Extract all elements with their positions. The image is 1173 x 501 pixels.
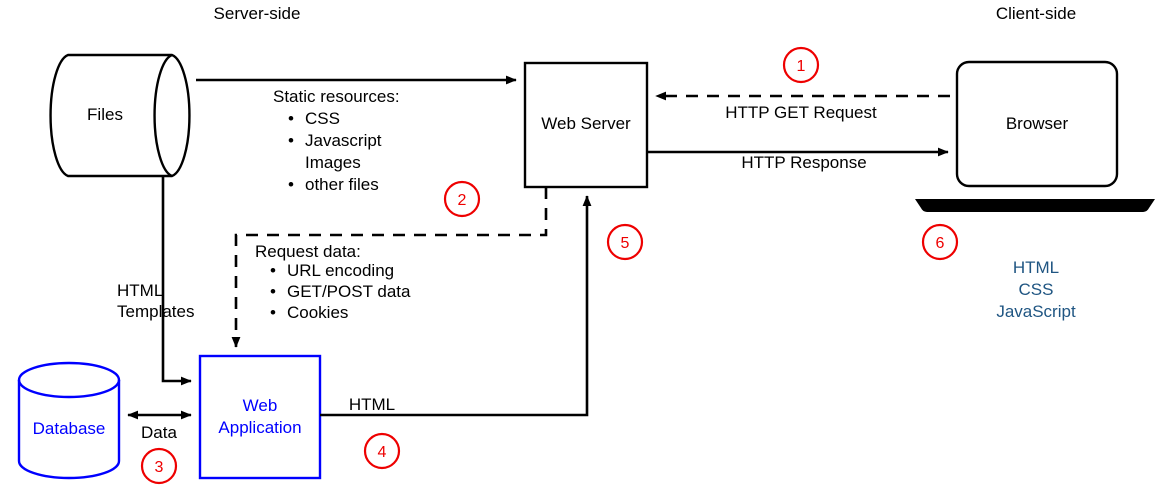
label-html-templates-line1: HTML [117, 281, 163, 300]
client-tech-1: CSS [1019, 280, 1054, 299]
label-static-resources: Static resources: • CSS • Javascript Ima… [273, 87, 400, 194]
static-resources-item-2: Images [305, 153, 361, 172]
static-resources-bullet-1: • [288, 131, 294, 150]
step-marker-3[interactable]: 3 [140, 447, 178, 485]
request-data-bullet-0: • [270, 261, 276, 280]
node-web-application[interactable]: Web Application [198, 354, 322, 480]
node-web-server[interactable]: Web Server [523, 61, 649, 189]
request-data-bullet-1: • [270, 282, 276, 301]
step-marker-5-number: 5 [621, 235, 630, 252]
step-marker-1-number: 1 [797, 58, 806, 75]
step-marker-3-number: 3 [155, 459, 164, 476]
step-marker-1[interactable]: 1 [782, 46, 820, 84]
label-html: HTML [349, 395, 395, 414]
laptop-base-icon [915, 199, 1155, 212]
label-request-data: Request data: • URL encoding • GET/POST … [255, 242, 411, 322]
static-resources-bullet-3: • [288, 175, 294, 194]
client-technologies-list: HTML CSS JavaScript [996, 258, 1076, 321]
request-data-item-1: GET/POST data [287, 282, 411, 301]
static-resources-bullet-0: • [288, 109, 294, 128]
label-http-get-request: HTTP GET Request [725, 103, 877, 122]
step-marker-6-number: 6 [936, 235, 945, 252]
node-browser[interactable]: Browser [955, 60, 1119, 188]
static-resources-heading: Static resources: [273, 87, 400, 106]
label-html-templates-line2: Templates [117, 302, 194, 321]
step-marker-6[interactable]: 6 [921, 223, 959, 261]
request-data-item-0: URL encoding [287, 261, 394, 280]
node-web-server-label: Web Server [541, 114, 631, 133]
request-data-heading: Request data: [255, 242, 361, 261]
request-data-item-2: Cookies [287, 303, 348, 322]
request-data-bullet-2: • [270, 303, 276, 322]
static-resources-item-0: CSS [305, 109, 340, 128]
node-files-label: Files [87, 105, 123, 124]
step-marker-2[interactable]: 2 [443, 180, 481, 218]
node-web-application-label-line1: Web [243, 396, 278, 415]
server-side-header: Server-side [214, 4, 301, 23]
node-web-application-label-line2: Application [218, 418, 301, 437]
step-marker-4[interactable]: 4 [363, 432, 401, 470]
step-marker-2-number: 2 [458, 192, 467, 209]
node-database-label: Database [33, 419, 106, 438]
node-database[interactable]: Database [17, 361, 121, 480]
client-tech-2: JavaScript [996, 302, 1076, 321]
step-marker-5[interactable]: 5 [606, 223, 644, 261]
static-resources-item-1: Javascript [305, 131, 382, 150]
client-tech-0: HTML [1013, 258, 1059, 277]
static-resources-item-3: other files [305, 175, 379, 194]
node-files[interactable]: Files [49, 53, 191, 178]
label-data: Data [141, 423, 177, 442]
edge-files-to-web-application-templates [161, 176, 192, 386]
label-http-response: HTTP Response [741, 153, 866, 172]
step-marker-4-number: 4 [378, 444, 387, 461]
node-browser-label: Browser [1006, 114, 1069, 133]
edge-web-application-to-web-server-html [320, 195, 592, 417]
edge-web-server-to-web-application-request [231, 187, 548, 348]
client-side-header: Client-side [996, 4, 1076, 23]
